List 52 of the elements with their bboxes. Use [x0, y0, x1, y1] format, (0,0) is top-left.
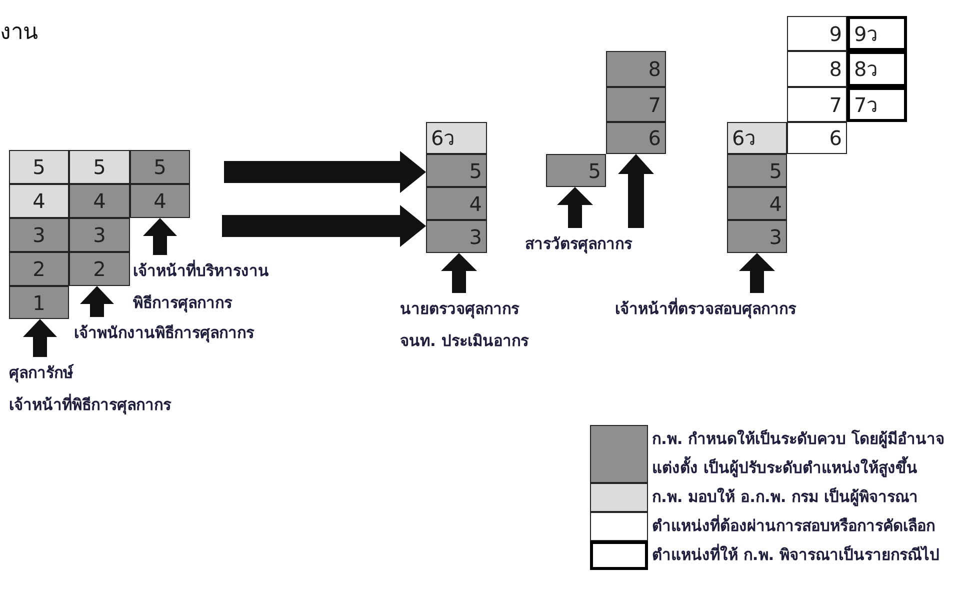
position-label: นายตรวจศุลกากร [400, 299, 520, 320]
position-label: สารวัตรศุลกากร [525, 228, 632, 260]
grade-cell: 5 [69, 150, 130, 184]
block-arrow [80, 286, 114, 317]
block-arrow [739, 253, 775, 293]
grade-cell: 5 [130, 150, 190, 184]
grade-cell: 6 [606, 122, 666, 154]
grade-cell: 9ว [847, 16, 907, 51]
legend-text: ก.พ. มอบให้ อ.ก.พ. กรม เป็นผู้พิจารณา [652, 486, 920, 508]
grade-cell: 8ว [847, 51, 907, 87]
position-label: ศุลการักษ์ [9, 363, 75, 384]
block-arrow [224, 151, 426, 193]
grade-cell: 2 [9, 252, 69, 286]
grade-cell: 3 [426, 220, 487, 253]
grade-cell: 5 [9, 150, 69, 184]
grade-cell: 3 [9, 218, 69, 252]
grade-cell: 8 [787, 51, 847, 87]
grade-cell: 3 [727, 220, 787, 253]
grade-cell: 7 [606, 87, 666, 122]
legend-text: ตำแหน่งที่ต้องผ่านการสอบหรือการคัดเลือก [652, 512, 952, 541]
grade-cell: 5 [727, 154, 787, 187]
grade-cell: 1 [9, 286, 69, 319]
position-label: เจ้าหน้าที่ตรวจสอบศุลกากร [615, 293, 796, 325]
position-label: เจ้าหน้าที่พิธีการศุลกากร [9, 389, 171, 421]
grade-cell: 5 [546, 154, 606, 187]
grade-cell: 4 [426, 187, 487, 220]
grade-cell: 6ว [426, 122, 487, 154]
block-arrow [441, 253, 477, 293]
grade-cell: 5 [426, 154, 487, 187]
position-label: จนท. ประเมินอากร [400, 331, 528, 352]
grade-cell: 4 [727, 187, 787, 220]
grade-cell: 2 [69, 252, 130, 286]
grade-cell: 4 [9, 184, 69, 218]
grade-cell: 6ว [727, 122, 787, 154]
grade-cell: 6 [787, 122, 847, 154]
grade-cell: 9 [787, 16, 847, 51]
grade-cell: 7ว [847, 87, 907, 122]
block-arrow [222, 205, 426, 247]
block-arrow [23, 319, 57, 357]
grade-cell: 7 [787, 87, 847, 122]
grade-cell: 3 [69, 218, 130, 252]
legend-text: ก.พ. กำหนดให้เป็นระดับควบ โดยผู้มีอำนาจ แต่งตั้ง เป็นผู้ปรับระดับตำแหน่งให้สูงขึ้น [652, 428, 946, 480]
grade-cell: 4 [69, 184, 130, 218]
position-label: เจ้าหน้าที่บริหารงาน พิธีการศุลกากร [133, 255, 298, 319]
block-arrow [618, 154, 654, 228]
block-arrow [143, 218, 177, 255]
heading-text: งาน [0, 19, 38, 47]
block-arrow [557, 187, 593, 228]
legend-text: ตำแหน่งที่ให้ ก.พ. พิจารณาเป็นรายกรณีไป [652, 541, 952, 570]
grade-cell: 8 [606, 51, 666, 87]
grade-cell: 4 [130, 184, 190, 218]
position-label: เจ้าพนักงานพิธีการศุลกากร [74, 317, 254, 349]
